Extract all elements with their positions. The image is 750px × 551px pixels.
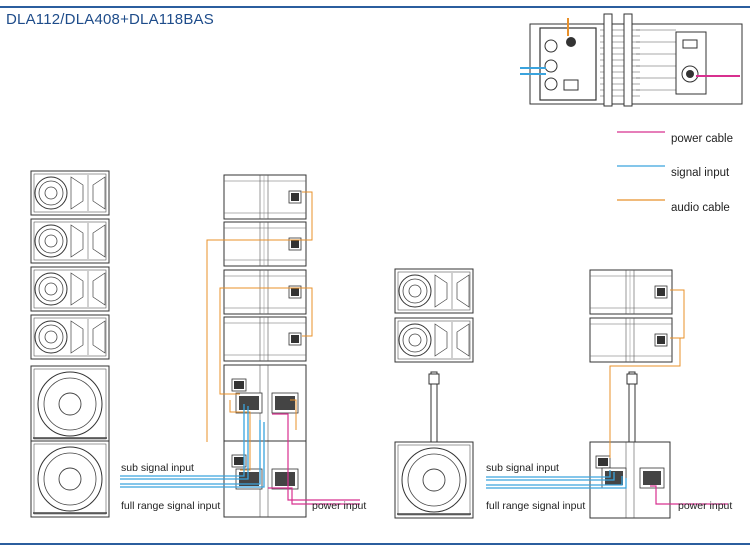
pole-stack-front: [394, 268, 474, 519]
label-power-input-2: power input: [678, 500, 732, 512]
label-sub-signal-input-2: sub signal input: [486, 462, 559, 474]
header-rule: [0, 6, 750, 8]
rear-panel-detail: [520, 13, 743, 107]
stack-rear-view: [120, 174, 360, 518]
label-full-range-signal-input-1: full range signal input: [121, 500, 220, 512]
label-power-input-1: power input: [312, 500, 366, 512]
legend-label-signal: signal input: [671, 167, 730, 179]
legend-label-power: power cable: [671, 133, 733, 145]
stack-front-view: [30, 170, 110, 518]
pole-stack-rear: [486, 269, 728, 519]
label-full-range-signal-input-2: full range signal input: [486, 500, 585, 512]
legend: power cable signal input audio cable: [617, 131, 733, 214]
page-title: DLA112/DLA408+DLA118BAS: [6, 11, 214, 28]
footer-rule: [0, 543, 750, 545]
legend-label-audio: audio cable: [671, 202, 730, 214]
label-sub-signal-input-1: sub signal input: [121, 462, 194, 474]
